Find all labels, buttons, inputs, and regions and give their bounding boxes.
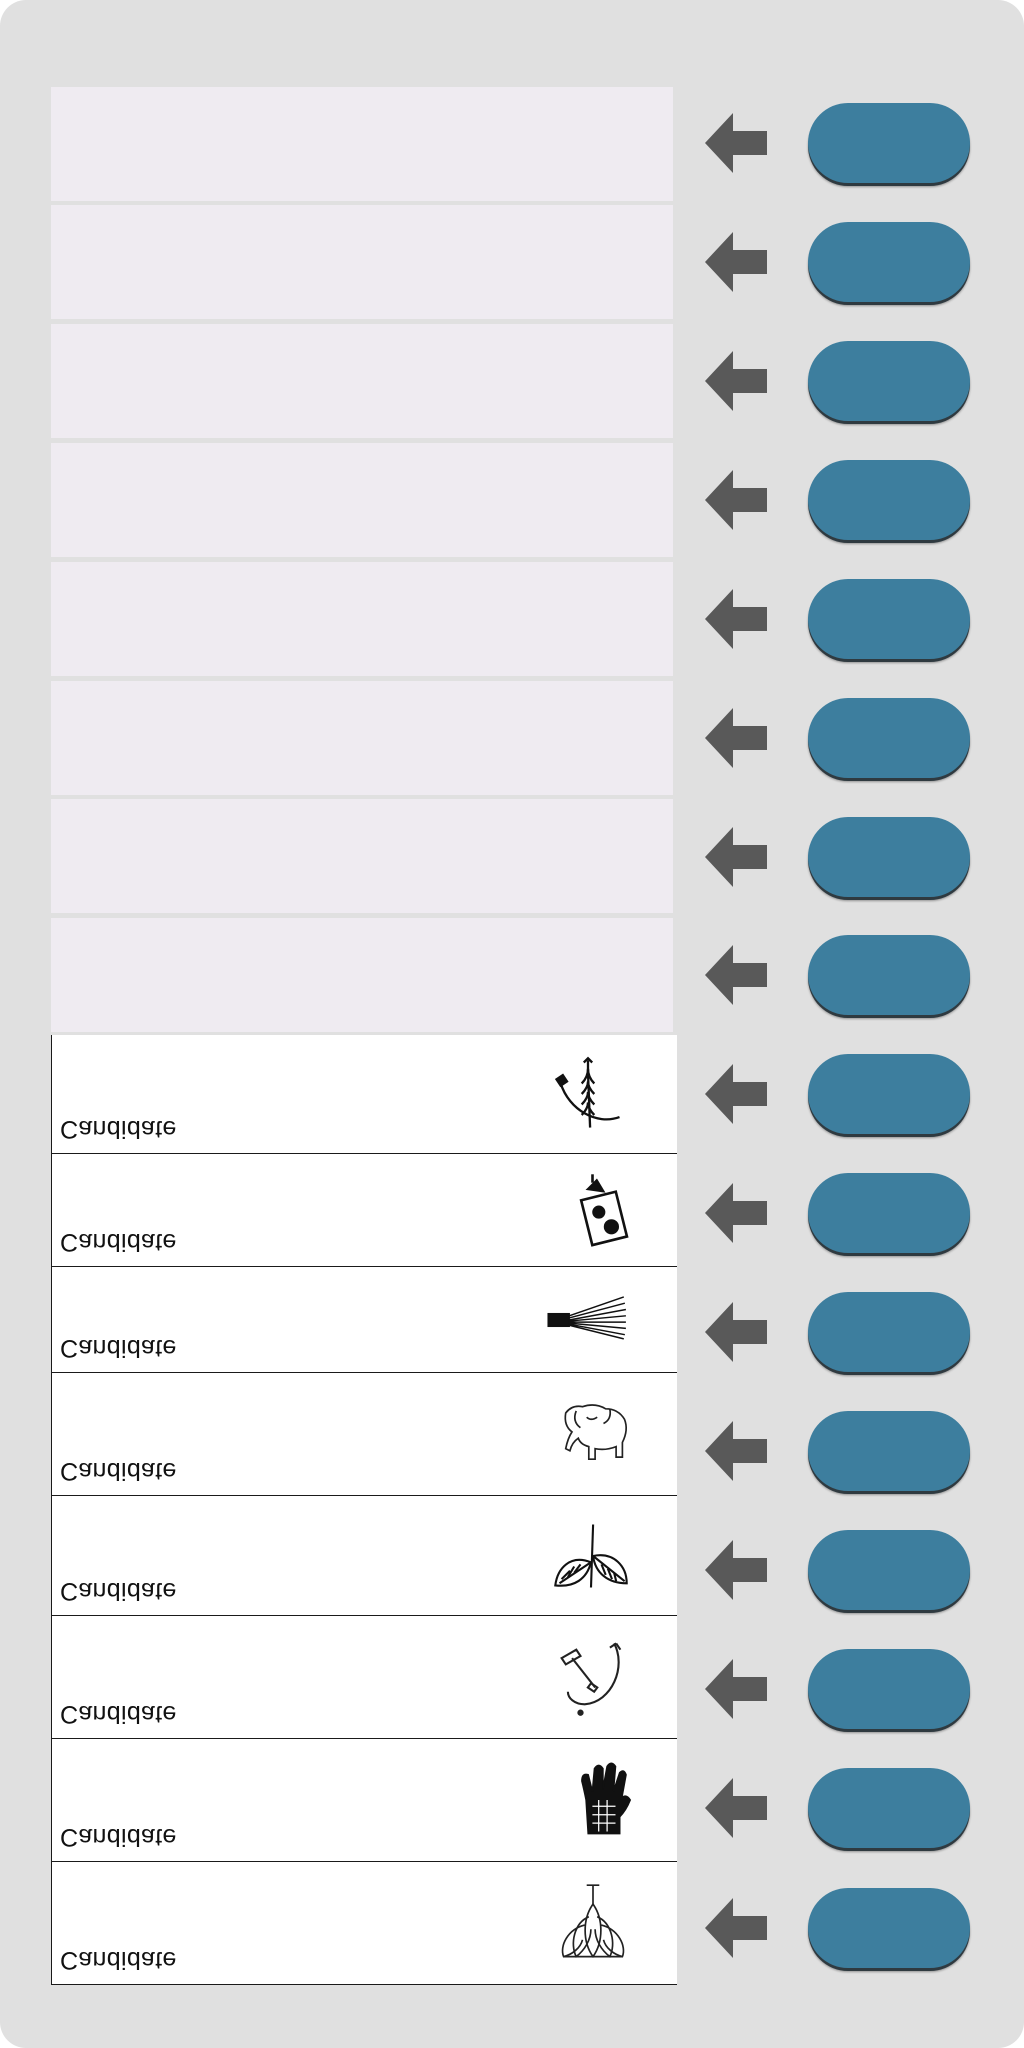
arrow-left-icon: [705, 589, 767, 649]
candidate-panel: Candidate: [51, 1035, 677, 1154]
empty-candidate-slot: [51, 443, 673, 557]
ballot-row: [0, 443, 1024, 557]
ballot-row: [0, 205, 1024, 319]
vote-button[interactable]: [808, 1173, 970, 1253]
empty-candidate-slot: [51, 205, 673, 319]
ballot-row: [0, 562, 1024, 676]
arrow-left-icon: [705, 1302, 767, 1362]
candidate-name: Candidate: [60, 1946, 177, 1974]
vote-button[interactable]: [808, 1530, 970, 1610]
vote-button[interactable]: [808, 579, 970, 659]
hammer-sickle-icon: [549, 1635, 633, 1719]
empty-candidate-slot: [51, 324, 673, 438]
candidate-panel: Candidate: [51, 1616, 677, 1739]
ballot-row: Candidate: [0, 1267, 1024, 1373]
vote-button[interactable]: [808, 1054, 970, 1134]
vote-button[interactable]: [808, 935, 970, 1015]
candidate-name: Candidate: [60, 1700, 177, 1728]
arrow-left-icon: [705, 113, 767, 173]
arrow-left-icon: [705, 1778, 767, 1838]
vote-button[interactable]: [808, 222, 970, 302]
candidate-panel: Candidate: [51, 1496, 677, 1616]
candidate-name: Candidate: [60, 1228, 177, 1256]
ballot-row: Candidate: [0, 1373, 1024, 1496]
vote-button[interactable]: [808, 817, 970, 897]
ballot-row: Candidate: [0, 1862, 1024, 1985]
empty-candidate-slot: [51, 918, 673, 1032]
candidate-name: Candidate: [60, 1823, 177, 1851]
broom-icon: [544, 1278, 628, 1362]
lotus-icon: [551, 1881, 635, 1965]
ballot-row: [0, 799, 1024, 913]
vote-button[interactable]: [808, 103, 970, 183]
ballot-row: Candidate: [0, 1496, 1024, 1616]
ballot-row: Candidate: [0, 1035, 1024, 1154]
empty-candidate-slot: [51, 87, 673, 201]
ballot-row: Candidate: [0, 1154, 1024, 1267]
arrow-left-icon: [705, 1540, 767, 1600]
ballot-row: [0, 87, 1024, 201]
arrow-left-icon: [705, 351, 767, 411]
vote-button[interactable]: [808, 460, 970, 540]
vote-button[interactable]: [808, 1768, 970, 1848]
vote-button[interactable]: [808, 341, 970, 421]
empty-candidate-slot: [51, 562, 673, 676]
ballot-row: Candidate: [0, 1739, 1024, 1862]
arrow-left-icon: [705, 708, 767, 768]
sickle-wheat-icon: [546, 1052, 630, 1136]
vote-button[interactable]: [808, 1888, 970, 1968]
vote-button[interactable]: [808, 1292, 970, 1372]
elephant-icon: [551, 1392, 635, 1476]
arrow-left-icon: [705, 1183, 767, 1243]
arrow-left-icon: [705, 1421, 767, 1481]
arrow-left-icon: [705, 1659, 767, 1719]
candidate-panel: Candidate: [51, 1373, 677, 1496]
arrow-left-icon: [705, 470, 767, 530]
candidate-name: Candidate: [60, 1577, 177, 1605]
ballot-row: [0, 918, 1024, 1032]
arrow-left-icon: [705, 232, 767, 292]
two-leaves-icon: [549, 1514, 633, 1598]
hand-icon: [563, 1758, 647, 1842]
candidate-name: Candidate: [60, 1334, 177, 1362]
vote-button[interactable]: [808, 1649, 970, 1729]
candidate-panel: Candidate: [51, 1739, 677, 1862]
candidate-panel: Candidate: [51, 1267, 677, 1373]
arrow-left-icon: [705, 827, 767, 887]
arrow-left-icon: [705, 1064, 767, 1124]
ballot-row: [0, 681, 1024, 795]
candidate-name: Candidate: [60, 1115, 177, 1143]
empty-candidate-slot: [51, 799, 673, 913]
spinning-top-board-icon: [561, 1168, 645, 1252]
ballot-row: Candidate: [0, 1616, 1024, 1739]
candidate-panel: Candidate: [51, 1154, 677, 1267]
candidate-panel: Candidate: [51, 1862, 677, 1985]
vote-button[interactable]: [808, 698, 970, 778]
arrow-left-icon: [705, 945, 767, 1005]
empty-candidate-slot: [51, 681, 673, 795]
vote-button[interactable]: [808, 1411, 970, 1491]
ballot-row: [0, 324, 1024, 438]
candidate-name: Candidate: [60, 1457, 177, 1485]
arrow-left-icon: [705, 1898, 767, 1958]
